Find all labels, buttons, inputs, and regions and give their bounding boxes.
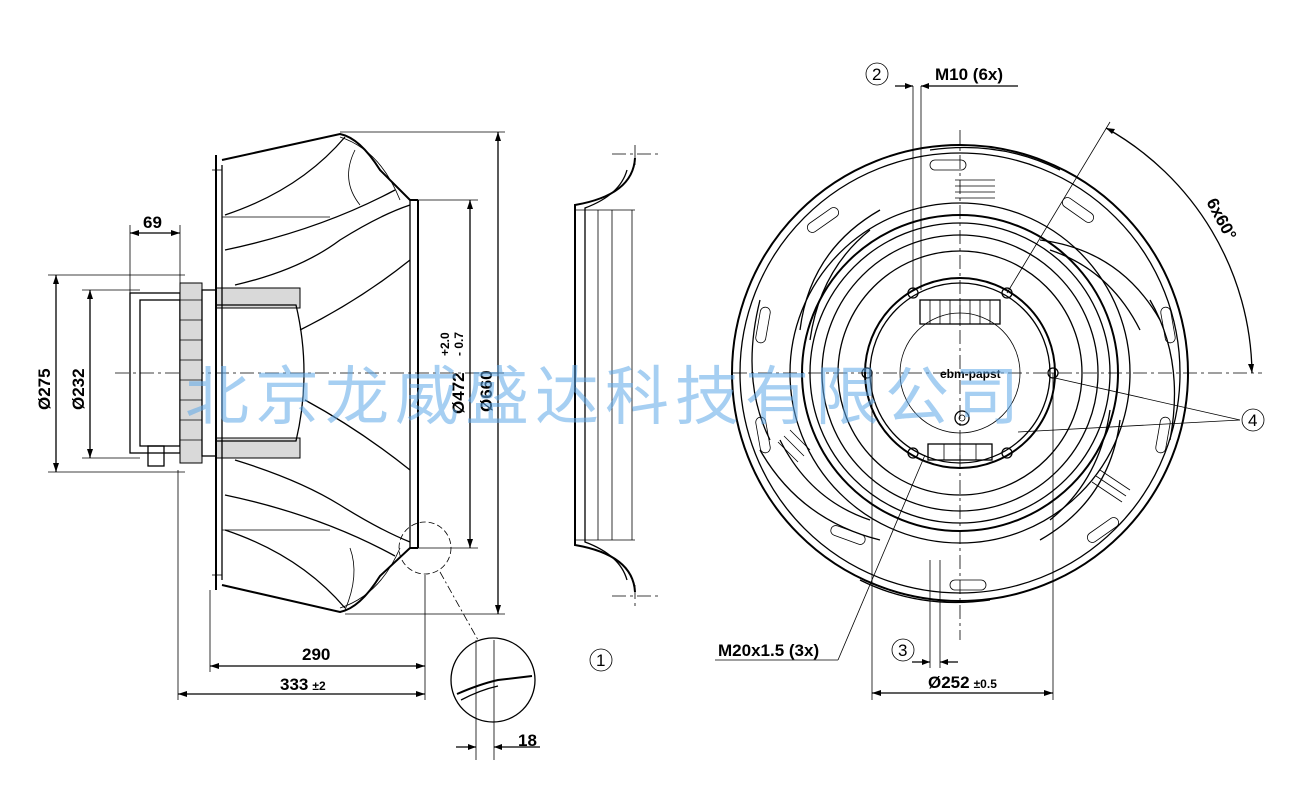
callout-2: 2 xyxy=(872,65,881,84)
dim-18: 18 xyxy=(518,731,537,750)
dim-69: 69 xyxy=(143,213,162,232)
outer-slots xyxy=(755,159,1176,591)
detail-view xyxy=(450,637,540,760)
callout-3: 3 xyxy=(898,641,907,660)
brand-label: ebm-papst xyxy=(940,367,1001,381)
dim-333-tol: ±2 xyxy=(312,679,326,693)
dim-232: Ø232 xyxy=(69,368,88,410)
impeller-blades-side xyxy=(224,136,411,611)
dim-333: 333 ±2 xyxy=(280,675,326,694)
dim-252-value: Ø252 xyxy=(928,673,970,692)
dim-m10: M10 (6x) xyxy=(935,65,1003,84)
dim-m20: M20x1.5 (3x) xyxy=(718,641,819,660)
dim-252-tol: ±0.5 xyxy=(974,677,998,691)
dim-angle: 6x60° xyxy=(1202,195,1240,243)
front-view: ebm-papst xyxy=(715,62,1265,700)
dim-472: Ø472 xyxy=(449,372,468,414)
motor-fins xyxy=(180,299,202,441)
callout-1: 1 xyxy=(596,651,605,670)
impeller-blades-front xyxy=(751,146,1176,604)
dim-275: Ø275 xyxy=(35,368,54,410)
dim-472-tol-lower: - 0.7 xyxy=(452,332,466,356)
dim-333-value: 333 xyxy=(280,675,308,694)
inlet-ring-view: 1 xyxy=(574,145,660,672)
vent-hatching xyxy=(777,179,1131,503)
dim-472-tol-upper: +2.0 xyxy=(438,332,452,356)
dim-252: Ø252 ±0.5 xyxy=(928,673,997,692)
dim-660: Ø660 xyxy=(477,370,496,412)
dim-290: 290 xyxy=(302,645,330,664)
side-view: 69 Ø275 Ø232 Ø472 +2.0 - 0.7 Ø660 290 33… xyxy=(35,131,540,760)
callout-4: 4 xyxy=(1248,411,1257,430)
